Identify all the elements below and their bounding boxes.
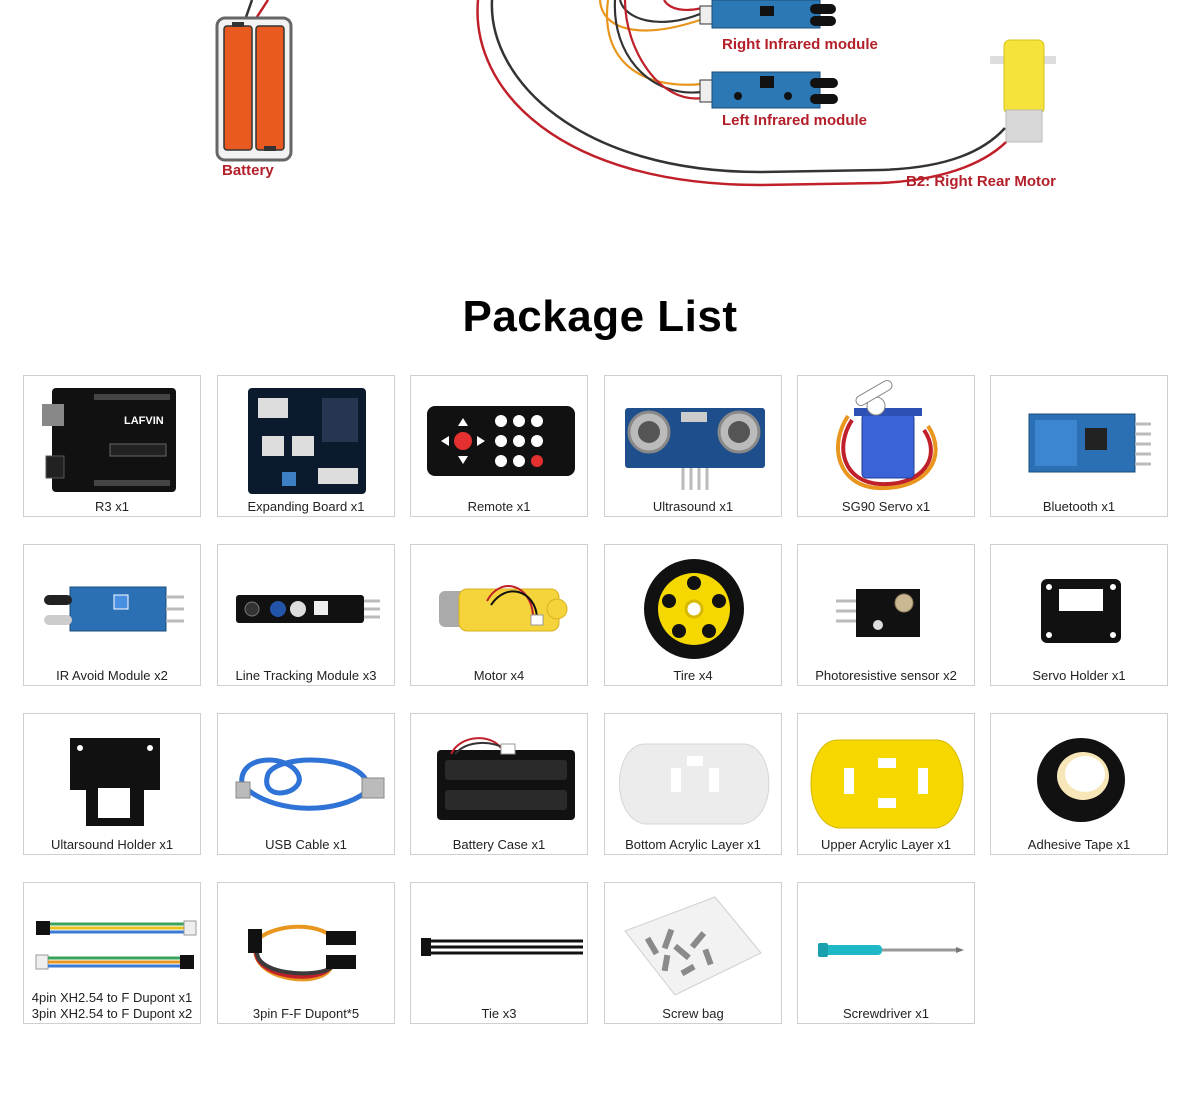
package-item-label: 4pin XH2.54 to F Dupont x1 3pin XH2.54 t…: [24, 990, 200, 1022]
package-item-label: Motor x4: [473, 668, 525, 683]
package-item-label: Expanding Board x1: [247, 499, 365, 514]
motor-icon: [990, 39, 1056, 143]
ir-avoid-module-icon: [44, 586, 184, 632]
bottom-acrylic-icon: [619, 743, 770, 825]
package-item-battery-case: Battery Case x1: [410, 713, 588, 855]
package-item-remote: Remote x1: [410, 375, 588, 517]
wire-left-ir-2: [613, 0, 703, 94]
package-item-dupont: 3pin F-F Dupont*5: [217, 882, 395, 1024]
servo-holder-icon: [1041, 579, 1121, 643]
package-item-expanding-board: Expanding Board x1: [217, 375, 395, 517]
line-tracking-module-icon: [236, 595, 380, 623]
wire-left-ir: [605, 0, 703, 86]
battery-icon: [215, 16, 293, 162]
page-title: Package List: [462, 292, 738, 341]
package-item-label-line1: 4pin XH2.54 to F Dupont x1: [31, 990, 193, 1005]
package-item-tie: Tie x3: [410, 882, 588, 1024]
package-item-label-line2: 3pin XH2.54 to F Dupont x2: [31, 1006, 193, 1021]
battery-case-icon: [437, 737, 575, 820]
package-item-bluetooth: Bluetooth x1: [990, 375, 1168, 517]
package-item-label: Ultrasound x1: [652, 499, 734, 514]
package-item-label: SG90 Servo x1: [841, 499, 931, 514]
xh-cable-icon: [35, 920, 197, 970]
package-item-label: Line Tracking Module x3: [235, 668, 377, 683]
wire-right-ir-3: [663, 0, 703, 11]
package-item-xh-cable: 4pin XH2.54 to F Dupont x1 3pin XH2.54 t…: [23, 882, 201, 1024]
package-item-label: Remote x1: [467, 499, 531, 514]
package-item-label: Battery Case x1: [452, 837, 546, 852]
package-item-label: Adhesive Tape x1: [1027, 837, 1131, 852]
expanding-board-icon: [248, 388, 366, 494]
wiring-diagram: [215, 0, 1056, 187]
tire-icon: [644, 559, 744, 659]
package-item-upper-acrylic: Upper Acrylic Layer x1: [797, 713, 975, 855]
package-item-label: 3pin F-F Dupont*5: [252, 1006, 360, 1021]
package-item-usb-cable: USB Cable x1: [217, 713, 395, 855]
package-item-label: Bluetooth x1: [1042, 499, 1116, 514]
package-item-label: Photoresistive sensor x2: [815, 668, 957, 683]
right-ir-module-icon: [699, 0, 836, 29]
wire-motor-black: [490, 0, 1006, 174]
package-item-screw-bag: Screw bag: [604, 882, 782, 1024]
remote-icon: [427, 406, 575, 476]
dupont-cable-icon: [248, 924, 356, 982]
package-item-ir-avoid: IR Avoid Module x2: [23, 544, 201, 686]
package-item-r3: LAFVIN R3 x1: [23, 375, 201, 517]
ultrasound-icon: [625, 408, 765, 490]
package-item-motor: Motor x4: [410, 544, 588, 686]
tape-icon: [1037, 738, 1125, 822]
package-item-servo: SG90 Servo x1: [797, 375, 975, 517]
left-ir-label: Left Infrared module: [722, 112, 868, 129]
package-item-label: Tire x4: [673, 668, 713, 683]
package-item-bottom-acrylic: Bottom Acrylic Layer x1: [604, 713, 782, 855]
ultrasound-holder-icon: [70, 738, 160, 826]
package-item-label: USB Cable x1: [265, 837, 347, 852]
wire-motor-red: [476, 0, 1011, 187]
motor-label: B2: Right Rear Motor: [906, 173, 1056, 190]
package-item-label: Screw bag: [662, 1006, 724, 1021]
package-item-screwdriver: Screwdriver x1: [797, 882, 975, 1024]
right-ir-label: Right Infrared module: [722, 36, 878, 53]
package-item-label: Servo Holder x1: [1032, 668, 1126, 683]
usb-cable-icon: [235, 757, 385, 811]
r3-board-icon: LAFVIN: [42, 388, 176, 492]
svg-text:LAFVIN: LAFVIN: [124, 415, 164, 427]
package-item-line-tracking: Line Tracking Module x3: [217, 544, 395, 686]
package-item-label: R3 x1: [95, 499, 129, 514]
bluetooth-module-icon: [1028, 413, 1151, 473]
package-item-ultrasound: Ultrasound x1: [604, 375, 782, 517]
package-item-label: Tie x3: [481, 1006, 517, 1021]
package-item-photoresistor: Photoresistive sensor x2: [797, 544, 975, 686]
servo-icon: [836, 380, 938, 491]
upper-acrylic-icon: [810, 739, 964, 829]
wire-right-ir-2: [618, 0, 701, 24]
screw-bag-icon: [624, 896, 762, 996]
wire-left-ir-3: [623, 0, 703, 100]
package-item-label: IR Avoid Module x2: [56, 668, 168, 683]
package-item-label: Bottom Acrylic Layer x1: [625, 837, 761, 852]
left-ir-module-icon: [699, 71, 838, 109]
package-item-label: Ultarsound Holder x1: [50, 837, 174, 852]
package-item-servo-holder: Servo Holder x1: [990, 544, 1168, 686]
package-item-tire: Tire x4: [604, 544, 782, 686]
package-item-label: Screwdriver x1: [843, 1006, 929, 1021]
screwdriver-icon: [818, 943, 964, 957]
package-item-ultrasound-holder: Ultarsound Holder x1: [23, 713, 201, 855]
battery-label: Battery: [222, 162, 274, 179]
package-item-adhesive-tape: Adhesive Tape x1: [990, 713, 1168, 855]
cable-tie-icon: [421, 938, 583, 956]
motor-icon: [439, 585, 568, 632]
photoresistor-icon: [836, 589, 920, 637]
package-item-label: Upper Acrylic Layer x1: [820, 837, 952, 852]
